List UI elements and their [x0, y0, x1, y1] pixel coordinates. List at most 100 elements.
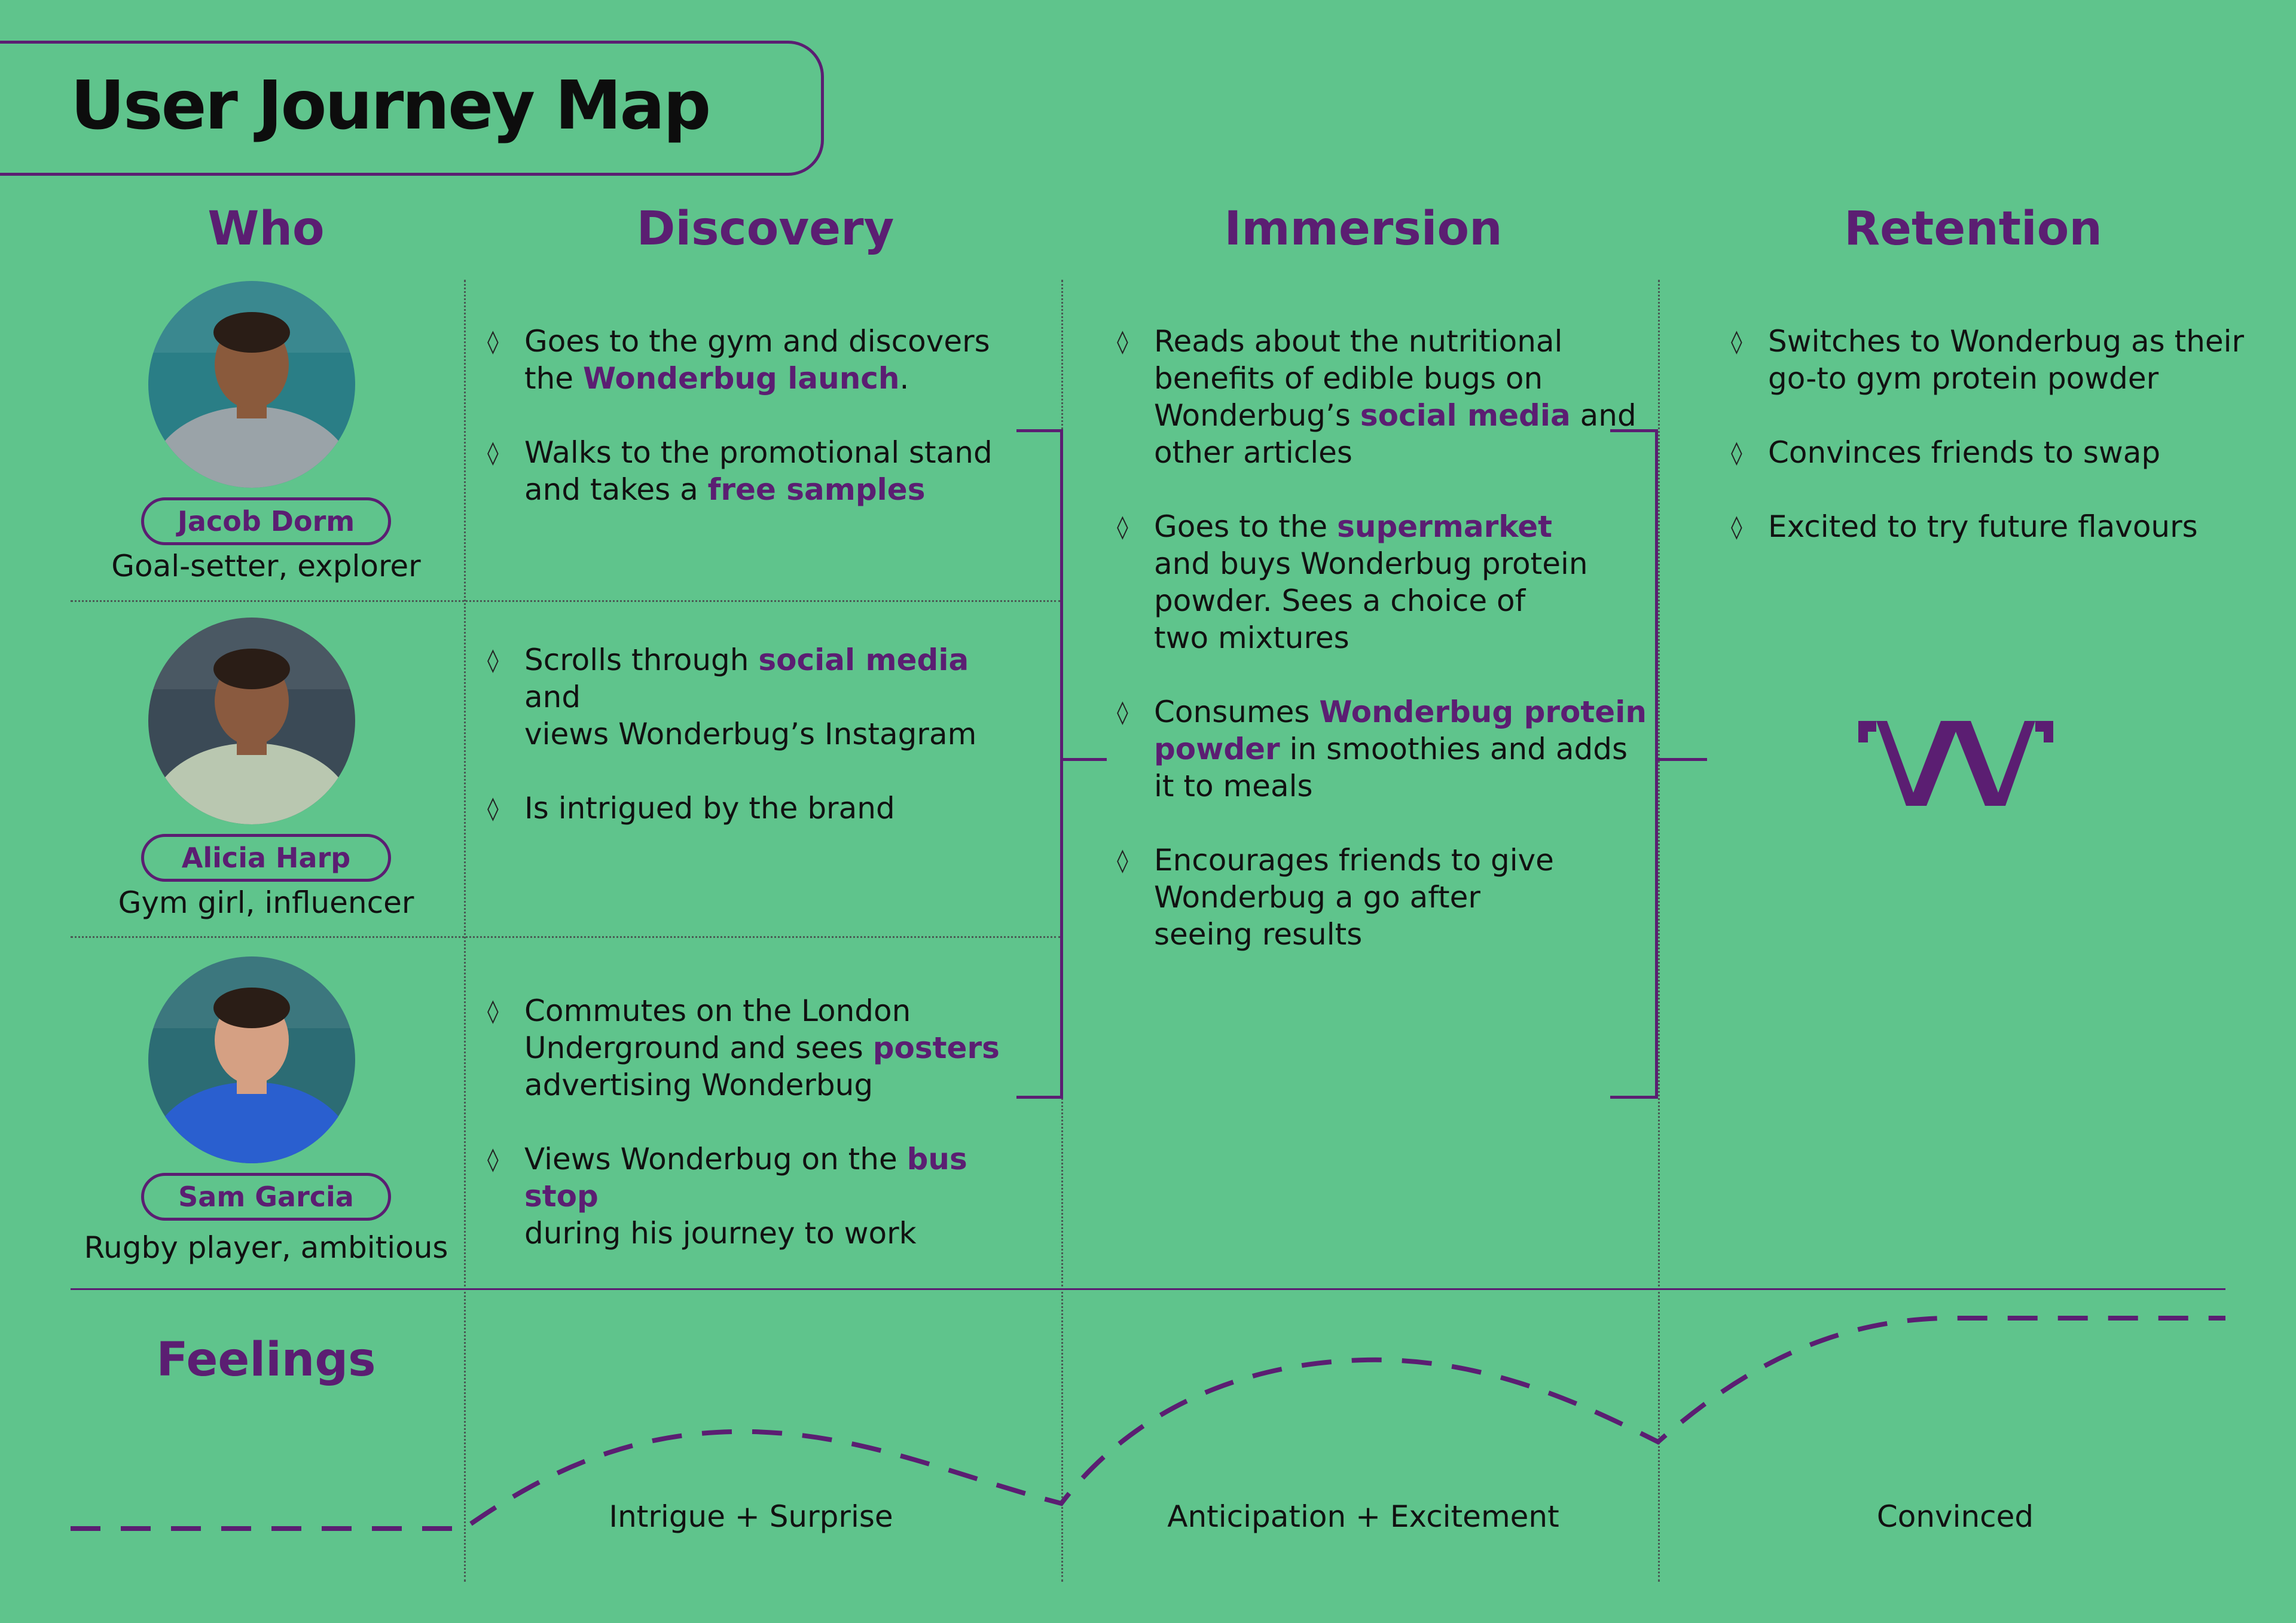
- page-title: User Journey Map: [71, 67, 711, 145]
- diamond-bullet-icon: ◊: [487, 439, 499, 466]
- bullet-text: it to meals: [1154, 769, 1313, 803]
- persona-role: Rugby player, ambitious: [84, 1230, 448, 1265]
- highlight-text: free samples: [707, 472, 926, 507]
- feelings-curve: [71, 1316, 2225, 1531]
- highlight-text: Wonderbug protein: [1319, 695, 1647, 729]
- bullet-text: during his journey to work: [524, 1216, 917, 1251]
- bullet-text: and: [524, 680, 581, 714]
- highlight-text: social media: [1360, 398, 1571, 433]
- column-heading-immersion: Immersion: [1224, 202, 1503, 256]
- persona-name-badge: Alicia Harp: [141, 834, 391, 882]
- diamond-bullet-icon: ◊: [487, 998, 499, 1024]
- diamond-bullet-icon: ◊: [1731, 439, 1742, 466]
- bullet-text: seeing results: [1154, 917, 1363, 952]
- wonderbug-w-logo-icon: [1852, 710, 2059, 806]
- bullet-text: Switches to Wonderbug as their: [1768, 324, 2245, 359]
- column-heading-discovery: Discovery: [636, 202, 894, 256]
- bullet-text: Consumes: [1154, 695, 1320, 729]
- bullet-text: Commutes on the London: [524, 994, 911, 1028]
- bullet-text: Convinces friends to swap: [1768, 435, 2161, 470]
- bullet-text: .: [899, 361, 909, 396]
- bullet-text: benefits of edible bugs on: [1154, 361, 1543, 396]
- avatar: [148, 618, 355, 824]
- feeling-retention: Convinced: [1876, 1499, 2034, 1534]
- column-heading-retention: Retention: [1844, 202, 2102, 256]
- bullet-text: Walks to the promotional stand: [524, 435, 993, 470]
- bullet-text: and buys Wonderbug protein: [1154, 546, 1588, 581]
- row-separator-1: [71, 600, 1061, 602]
- bullet-item: ◊ Is intrigued by the brand: [487, 790, 1013, 827]
- avatar: [148, 956, 355, 1163]
- feelings-divider: [71, 1288, 2225, 1290]
- diamond-bullet-icon: ◊: [487, 1146, 499, 1172]
- bullet-text: Reads about the nutritional: [1154, 324, 1563, 359]
- bracket-immersion: [1610, 429, 1658, 1099]
- bullet-text: Goes to the gym and discovers: [524, 324, 990, 359]
- highlight-text: supermarket: [1337, 509, 1553, 544]
- bullet-item: ◊ Consumes Wonderbug protein powder in smo…: [1117, 693, 1655, 805]
- highlight-text: bus stop: [524, 1142, 967, 1214]
- bullet-text: and: [1570, 398, 1636, 433]
- highlight-text: powder: [1154, 732, 1280, 766]
- diamond-bullet-icon: ◊: [1117, 699, 1128, 725]
- bullet-text: Wonderbug’s: [1154, 398, 1360, 433]
- diamond-bullet-icon: ◊: [487, 647, 499, 673]
- bracket-discovery-tick: [1061, 758, 1107, 761]
- feelings-label: Feelings: [156, 1333, 376, 1387]
- feeling-discovery: Intrigue + Surprise: [609, 1499, 893, 1534]
- bullet-text: powder. Sees a choice of: [1154, 583, 1526, 618]
- bullet-text: views Wonderbug’s Instagram: [524, 717, 977, 751]
- persona-name-badge: Jacob Dorm: [141, 497, 391, 545]
- persona-name-badge: Sam Garcia: [141, 1173, 391, 1221]
- bullet-text: and takes a: [524, 472, 708, 507]
- highlight-text: Wonderbug launch: [582, 361, 900, 396]
- bullet-text: the: [524, 361, 583, 396]
- diamond-bullet-icon: ◊: [1117, 514, 1128, 540]
- diamond-bullet-icon: ◊: [1117, 847, 1128, 873]
- bullet-item: ◊ Convinces friends to swap: [1731, 434, 2269, 471]
- feelings-curve-line: [71, 1316, 2225, 1531]
- bullet-item: ◊ Excited to try future flavours: [1731, 508, 2269, 545]
- feeling-immersion: Anticipation + Excitement: [1167, 1499, 1559, 1534]
- row-separator-2: [71, 936, 1061, 938]
- column-heading-who: Who: [207, 202, 325, 256]
- bullet-text: Is intrigued by the brand: [524, 791, 895, 826]
- persona-role: Goal-setter, explorer: [111, 549, 421, 583]
- separator-who-discovery: [464, 280, 466, 1582]
- bullet-text: Scrolls through: [524, 643, 759, 677]
- bullet-text: in smoothies and adds: [1280, 732, 1628, 766]
- bullet-text: Encourages friends to give: [1154, 843, 1554, 878]
- highlight-text: posters: [872, 1031, 1000, 1065]
- avatar: [148, 281, 355, 488]
- diamond-bullet-icon: ◊: [1117, 328, 1128, 354]
- bullet-text: Goes to the: [1154, 509, 1338, 544]
- bullet-text: other articles: [1154, 435, 1352, 470]
- diamond-bullet-icon: ◊: [487, 795, 499, 821]
- bracket-discovery: [1016, 429, 1063, 1099]
- bullet-text: Wonderbug a go after: [1154, 880, 1480, 915]
- diamond-bullet-icon: ◊: [487, 328, 499, 354]
- diamond-bullet-icon: ◊: [1731, 514, 1742, 540]
- title-frame: [0, 41, 824, 176]
- highlight-text: social media: [758, 643, 969, 677]
- bracket-immersion-tick: [1658, 758, 1707, 761]
- bullet-text: Underground and sees: [524, 1031, 873, 1065]
- bullet-text: Views Wonderbug on the: [524, 1142, 907, 1176]
- bullet-text: Excited to try future flavours: [1768, 509, 2198, 544]
- diamond-bullet-icon: ◊: [1731, 328, 1742, 354]
- separator-immersion-retention: [1658, 280, 1660, 1582]
- bullet-text: two mixtures: [1154, 621, 1349, 655]
